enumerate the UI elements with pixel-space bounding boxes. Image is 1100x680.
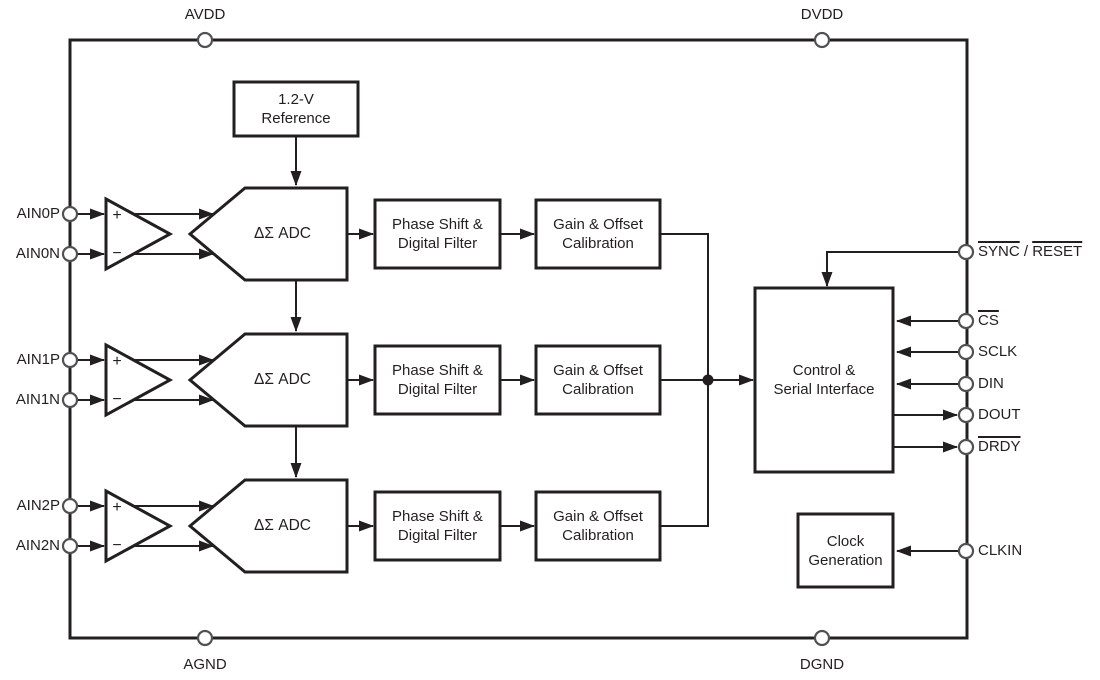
adc-label-2: ΔΣ ADC (254, 371, 311, 388)
pin-ain2p (61, 497, 79, 515)
channel-row-2 (78, 332, 708, 428)
amplifier-1 (104, 196, 174, 272)
pin-ain0p (61, 205, 79, 223)
phase1-line1: Phase Shift & (392, 216, 483, 233)
pin-label-cs: CS (978, 310, 999, 332)
gain2-line2: Calibration (562, 381, 634, 398)
pin-label-drdy: DRDY (978, 436, 1021, 458)
sync-label: SYNC (978, 243, 1020, 260)
control-block-label: Control & Serial Interface (755, 288, 893, 472)
pin-ain1p (61, 351, 79, 369)
gain1-line1: Gain & Offset (553, 216, 643, 233)
reference-line2: Reference (261, 110, 331, 127)
pin-ain2n (61, 537, 79, 555)
pin-label-clkin: CLKIN (978, 542, 1023, 559)
pin-label-dvdd: DVDD (800, 6, 844, 23)
pin-sclk (957, 343, 975, 361)
channel-row-1 (78, 186, 709, 282)
phase2-line1: Phase Shift & (392, 362, 483, 379)
gain-block-label-1: Gain & Offset Calibration (536, 200, 660, 268)
phase-block-label-1: Phase Shift & Digital Filter (375, 200, 500, 268)
clock-line2: Generation (808, 551, 883, 569)
pin-label-avdd: AVDD (184, 6, 226, 23)
pin-sync-reset (957, 243, 975, 261)
gain3-line2: Calibration (562, 527, 634, 544)
pin-label-ain1n: AIN1N (15, 391, 60, 408)
amp1-minus-sign: − (112, 245, 122, 262)
phase-block-label-3: Phase Shift & Digital Filter (375, 492, 500, 560)
amp2-plus-sign: + (112, 353, 122, 370)
pin-ain0n (61, 245, 79, 263)
gain-block-label-2: Gain & Offset Calibration (536, 346, 660, 414)
amplifier-3 (104, 488, 174, 564)
reference-line1: 1.2-V (278, 91, 314, 108)
phase2-line2: Digital Filter (397, 381, 478, 398)
phase3-line1: Phase Shift & (392, 508, 483, 525)
pin-label-sync-reset: SYNC / RESET (978, 241, 1082, 263)
gain-block-label-3: Gain & Offset Calibration (536, 492, 660, 560)
gain-block-2 (534, 344, 662, 416)
phase1-line2: Digital Filter (397, 235, 478, 252)
pin-dgnd (813, 629, 831, 647)
amplifier-2 (104, 342, 174, 418)
pin-label-dgnd: DGND (799, 656, 845, 673)
amp3-plus-sign: + (112, 499, 122, 516)
gain2-line1: Gain & Offset (553, 362, 643, 379)
gain3-line1: Gain & Offset (553, 508, 643, 525)
control-line1: Control & (792, 362, 856, 379)
reset-label: RESET (1032, 243, 1083, 260)
clock-line1: Clock (826, 532, 865, 550)
sync-reset-separator: / (1019, 243, 1033, 260)
pin-agnd (196, 629, 214, 647)
phase-block-label-2: Phase Shift & Digital Filter (375, 346, 500, 414)
control-line2: Serial Interface (773, 381, 875, 398)
amp2-minus-sign: − (112, 391, 122, 408)
pin-din (957, 375, 975, 393)
control-block (753, 286, 895, 474)
pin-dvdd (813, 31, 831, 49)
pin-label-agnd: AGND (183, 656, 227, 673)
drdy-label: DRDY (978, 438, 1021, 455)
wire-sync-reset (821, 251, 958, 287)
adc-label-1: ΔΣ ADC (254, 225, 311, 242)
pin-avdd (196, 31, 214, 49)
gain-block-3 (534, 490, 662, 562)
pin-label-ain0p: AIN0P (16, 205, 60, 222)
reference-block-label: 1.2-V Reference (234, 82, 358, 136)
pin-label-sclk: SCLK (978, 343, 1018, 360)
pin-dout (957, 406, 975, 424)
pin-clkin (957, 542, 975, 560)
pin-label-ain0n: AIN0N (15, 245, 60, 262)
pin-label-din: DIN (978, 375, 1004, 392)
pin-drdy (957, 438, 975, 456)
amp1-plus-sign: + (112, 207, 122, 224)
clock-block (796, 512, 895, 589)
cs-label: CS (978, 312, 999, 329)
pin-cs (957, 312, 975, 330)
phase3-line2: Digital Filter (397, 527, 478, 544)
pin-label-ain1p: AIN1P (16, 351, 60, 368)
pin-label-ain2n: AIN2N (15, 537, 60, 554)
channel-row-3 (78, 478, 709, 574)
gain1-line2: Calibration (562, 235, 634, 252)
clock-block-label: Clock Generation (798, 514, 893, 587)
pin-label-dout: DOUT (978, 406, 1021, 423)
adc-label-3: ΔΣ ADC (254, 517, 311, 534)
pin-label-ain2p: AIN2P (16, 497, 60, 514)
chip-outline (68, 38, 969, 640)
amp3-minus-sign: − (112, 537, 122, 554)
reference-block (232, 80, 360, 138)
pin-ain1n (61, 391, 79, 409)
